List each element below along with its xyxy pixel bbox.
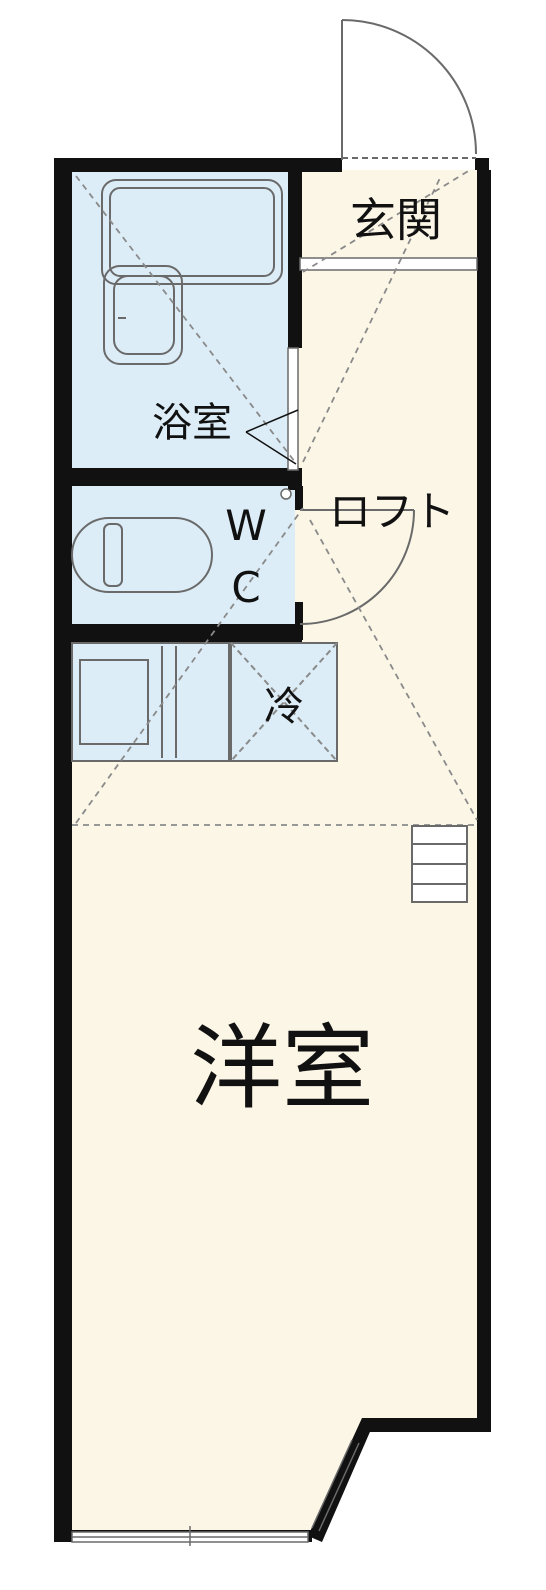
bottom-window [71, 1526, 309, 1546]
bath-partition [287, 347, 299, 471]
interior-walls [54, 158, 478, 644]
washbasin [103, 265, 183, 365]
entrance-label: 玄関 [350, 193, 442, 247]
wc-floor [68, 486, 295, 629]
loft-ladder [411, 825, 468, 903]
wc-label-w: W [225, 501, 267, 550]
wc-door-hinge [280, 488, 292, 500]
fridge-label: 冷 [264, 684, 304, 730]
bay-window [311, 1439, 360, 1532]
loft-outline [72, 169, 478, 826]
loft-door-swing [299, 509, 415, 625]
entrance-door[interactable] [341, 19, 477, 160]
kitchen-counter-floor [72, 643, 229, 761]
toilet [71, 517, 213, 593]
kitchen-counter [71, 642, 230, 762]
fridge-space [230, 642, 338, 762]
western-room-label: 洋室 [190, 1015, 374, 1122]
bathroom-leader-line [245, 431, 297, 465]
bathtub [101, 179, 283, 285]
loft-label: ロフト [329, 487, 455, 536]
bathroom-leader-line-2 [245, 409, 299, 433]
bathroom-label: 浴室 [152, 400, 232, 446]
wc-label-c: C [231, 563, 260, 612]
